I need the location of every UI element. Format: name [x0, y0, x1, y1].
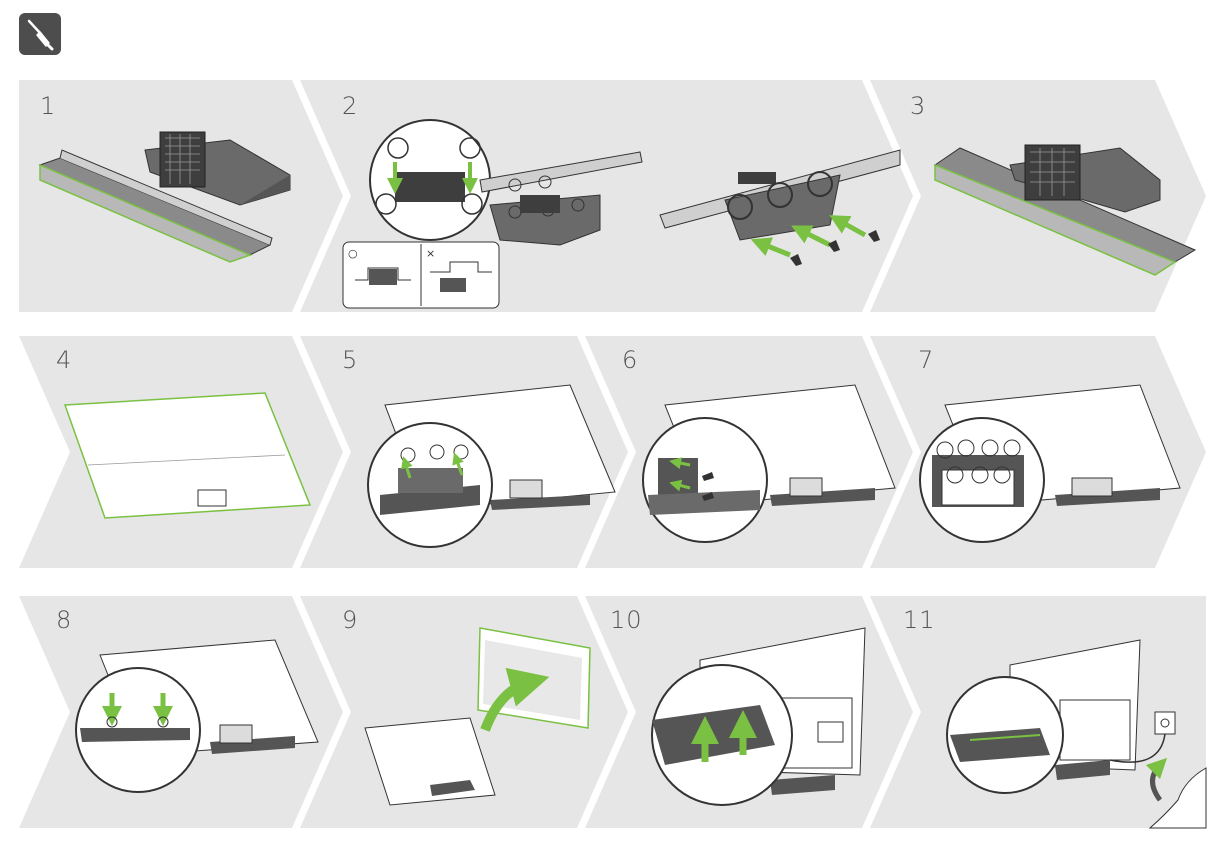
step-5-illustration: [367, 384, 616, 548]
step-number-6: 6: [622, 346, 639, 374]
step-11-illustration: [946, 639, 1207, 829]
step-10-illustration: [651, 627, 866, 806]
step-number-7: 7: [918, 346, 935, 374]
step-number-9: 9: [342, 606, 359, 634]
correct-mark: ○: [348, 247, 358, 260]
step-6-illustration: [642, 384, 896, 543]
step-number-10: 10: [610, 606, 643, 634]
screwdriver-icon: [19, 13, 61, 55]
step-9-illustration: [364, 627, 591, 806]
step-3-illustration: [933, 144, 1197, 276]
step-number-5: 5: [342, 346, 359, 374]
step-number-1: 1: [40, 92, 57, 120]
step-number-11: 11: [903, 606, 936, 634]
wrong-mark: ×: [426, 247, 435, 260]
step-2-illustration: ○ ×: [342, 119, 901, 309]
step-number-8: 8: [56, 606, 73, 634]
step-4-illustration: [63, 392, 312, 519]
step-number-3: 3: [910, 92, 927, 120]
step-8-illustration: [75, 639, 319, 793]
step-panel-1: [19, 80, 343, 312]
step-number-2: 2: [342, 92, 359, 120]
step-7-illustration: [919, 384, 1181, 543]
step-1-illustration: [38, 131, 291, 263]
step-number-4: 4: [56, 346, 73, 374]
